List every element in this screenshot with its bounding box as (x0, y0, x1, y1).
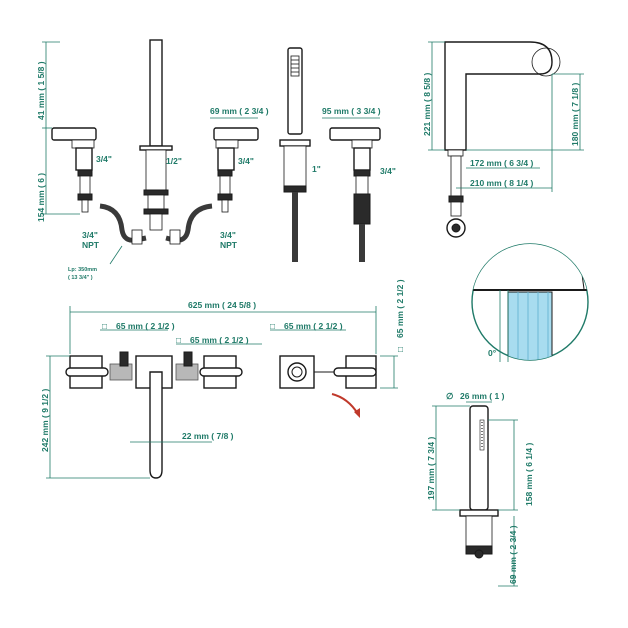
handshower-holder (279, 47, 311, 262)
npt-right-b: NPT (220, 240, 238, 250)
right-handle (213, 127, 259, 213)
elevation-view: 41 mm ( 1 5/8 ) 154 mm ( 6 ) 3/4" 1/2" 3… (36, 39, 396, 281)
spout-side-view: 221 mm ( 8 5/8 ) 180 mm ( 7 1/8 ) 172 mm… (422, 41, 584, 238)
thread-left: 3/4" (96, 154, 112, 164)
npt-left-b: NPT (82, 240, 100, 250)
npt-right-a: 3/4" (220, 230, 236, 240)
sq-c: □ (270, 321, 275, 331)
dim-197mm: 197 mm ( 7 3/4 ) (426, 437, 436, 500)
thread-diverter: 1" (312, 164, 321, 174)
dim-210mm: 210 mm ( 8 1/4 ) (470, 178, 533, 188)
lp-label: Lp: 350mm (68, 267, 97, 273)
thread-spout: 1/2" (166, 156, 182, 166)
left-handle (51, 127, 97, 213)
sq-right: □ (395, 347, 405, 352)
plan-holder-block (279, 355, 315, 389)
dim-65mm-right: 65 mm ( 2 1/2 ) (395, 279, 405, 338)
left-height-dims: 41 mm ( 1 5/8 ) 154 mm ( 6 ) (36, 41, 80, 222)
handshower-wand (469, 405, 489, 511)
sq-b: □ (176, 335, 181, 345)
handshower-view: ∅ 26 mm ( 1 ) 197 mm ( 7 3/4 ) 158 mm ( … (426, 391, 534, 587)
dim-158mm: 158 mm ( 6 1/4 ) (524, 443, 534, 506)
dim-65mm-a: 65 mm ( 2 1/2 ) (116, 321, 175, 331)
thread-handshower: 3/4" (380, 166, 396, 176)
swing-arrow (331, 393, 359, 415)
dim-65mm-c: 65 mm ( 2 1/2 ) (284, 321, 343, 331)
detail-circle: 0° (471, 243, 589, 362)
lp-label-in: ( 13 3/4" ) (68, 275, 93, 281)
dim-221mm: 221 mm ( 8 5/8 ) (422, 73, 432, 136)
dim-625mm: 625 mm ( 24 5/8 ) (188, 300, 256, 310)
detail-angle: 0° (488, 348, 497, 358)
dim-69mm-base: 69 mm ( 2 3/4 ) (508, 525, 518, 584)
diverter (329, 127, 381, 262)
dim-26mm: 26 mm ( 1 ) (460, 391, 505, 401)
diam-symbol: ∅ (446, 391, 454, 401)
dim-172mm: 172 mm ( 6 3/4 ) (470, 158, 533, 168)
npt-left-a: 3/4" (82, 230, 98, 240)
thread-right: 3/4" (238, 156, 254, 166)
dim-95mm: 95 mm ( 3 3/4 ) (322, 106, 381, 116)
dim-65mm-b: 65 mm ( 2 1/2 ) (190, 335, 249, 345)
dim-242mm: 242 mm ( 9 1/2 ) (40, 389, 50, 452)
sq-a: □ (102, 321, 107, 331)
plan-view: 625 mm ( 24 5/8 ) □ 65 mm ( 2 1/2 ) □ 65… (40, 279, 405, 479)
dim-41mm: 41 mm ( 1 5/8 ) (36, 61, 46, 120)
center-spout (139, 39, 173, 231)
dim-154mm: 154 mm ( 6 ) (36, 173, 46, 222)
dim-22mm: 22 mm ( 7/8 ) (182, 431, 234, 441)
dim-180mm: 180 mm ( 7 1/8 ) (570, 83, 580, 146)
dim-69mm: 69 mm ( 2 3/4 ) (210, 106, 269, 116)
